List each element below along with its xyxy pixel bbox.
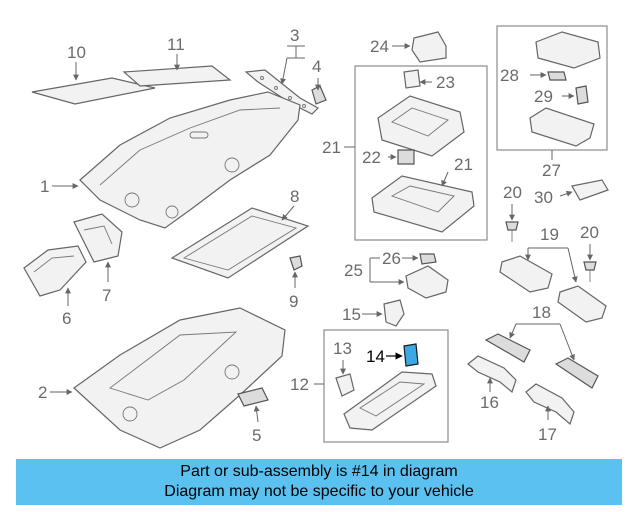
part-8-frame: 8 [170,187,310,279]
part-5-lamp: 5 [237,387,269,445]
part-20-screw-a: 20 [503,183,522,242]
callout-18: 18 [532,303,551,322]
info-banner: Part or sub-assembly is #14 in diagram D… [16,459,622,505]
callout-7: 7 [102,286,111,305]
callout-4: 4 [312,57,321,76]
part-10-panel: 10 [31,43,156,105]
part-9-clip: 9 [289,255,303,311]
callout-2: 2 [38,383,47,402]
group-28-box: 28 29 27 [496,25,608,180]
callout-27: 26 [382,249,401,268]
part-25-lamp: 24 [370,31,447,63]
callout-11: 11 [167,35,185,54]
callout-12: 12 [290,375,309,394]
callout-21: 21 [322,138,341,157]
callout-13: 13 [333,339,352,358]
part-2-headliner: 2 [38,307,286,449]
banner-line-1: Part or sub-assembly is #14 in diagram [180,463,458,480]
callout-8: 8 [290,187,299,206]
part-20-screw-b: 20 [580,223,599,282]
part-7-trim: 7 [73,213,123,305]
callout-16: 16 [480,393,499,412]
callout-3: 3 [290,26,299,45]
callout-14: 14 [366,347,385,366]
part-19-holders: 19 [499,225,607,323]
callout-20-a: 20 [503,183,522,202]
callout-30: 30 [534,188,553,207]
banner-line-2: Diagram may not be specific to your vehi… [164,483,474,500]
callout-10: 10 [67,43,86,62]
callout-5: 5 [252,426,261,445]
callout-15: 15 [342,305,361,324]
callout-24: 23 [436,73,455,92]
part-26-27-group: 26 25 [344,249,449,299]
callout-6: 6 [62,309,71,328]
part-4-clip: 4 [311,57,327,105]
part-6-trim: 6 [23,245,87,328]
callout-25: 24 [370,37,389,56]
part-1-headliner: 1 [40,91,301,229]
part-18-handles: 18 16 17 [467,303,599,444]
part-30-lamp: 30 [534,179,609,207]
callout-22: 21 [454,155,473,174]
callout-29-b: 29 [534,87,553,106]
callout-1: 1 [40,177,49,196]
callout-29-a: 28 [500,66,519,85]
callout-23: 22 [362,148,381,167]
part-11-panel: 11 [122,35,232,87]
callout-17: 17 [538,425,557,444]
callout-19: 19 [540,225,559,244]
part-15-clip: 15 [342,299,405,327]
callout-9: 9 [289,292,298,311]
part-3-trim-rail: 3 [244,26,319,115]
callout-20-b: 20 [580,223,599,242]
callout-28: 27 [542,161,561,180]
group-21-box: 21 23 22 21 [322,65,488,241]
part-14-highlighted [403,343,419,367]
group-12-box: 12 13 14 [290,329,449,443]
callout-26: 25 [344,261,363,280]
